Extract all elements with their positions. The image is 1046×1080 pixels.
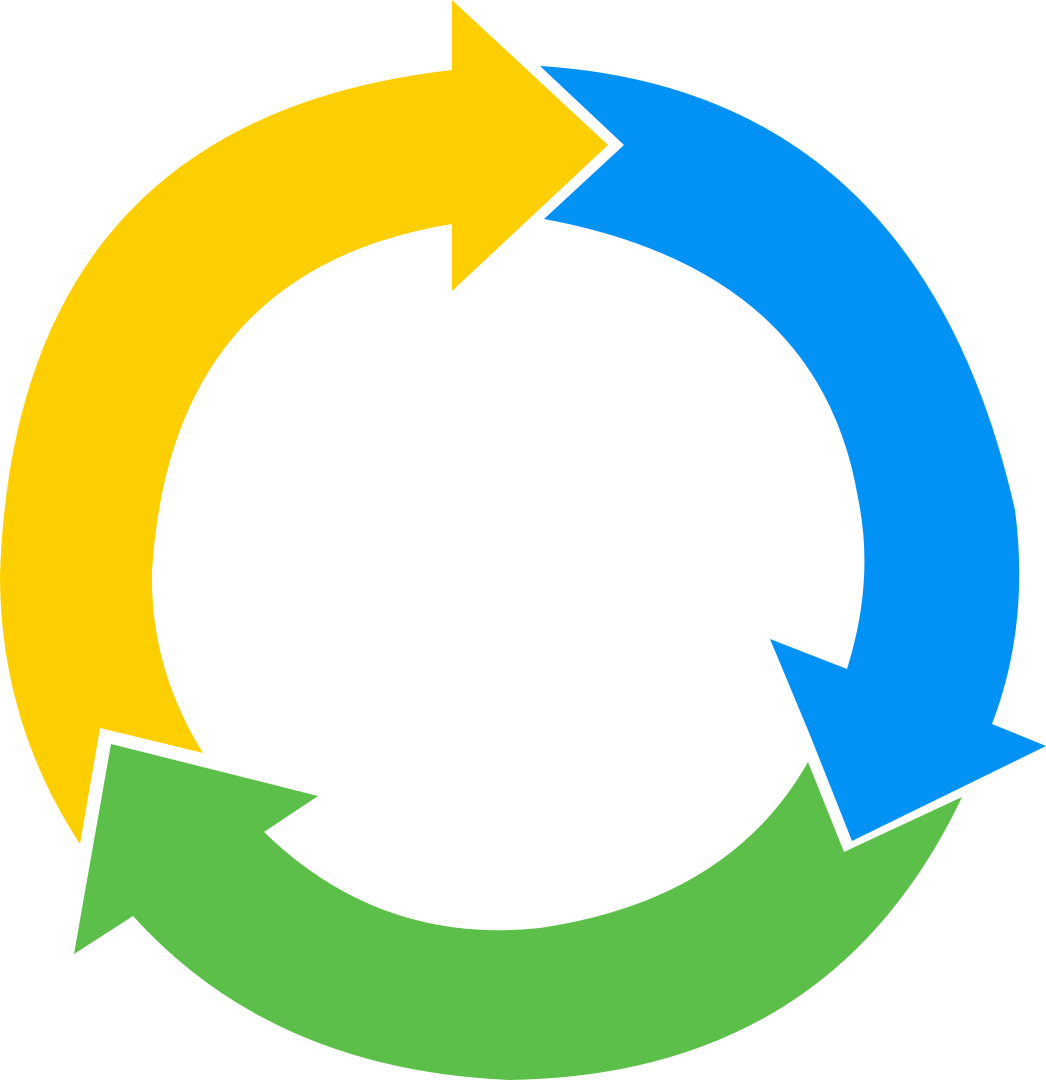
cycle-arrow-green [74,744,962,1080]
cycle-arrow-yellow [0,0,608,844]
cycle-arrow-blue [540,66,1046,841]
